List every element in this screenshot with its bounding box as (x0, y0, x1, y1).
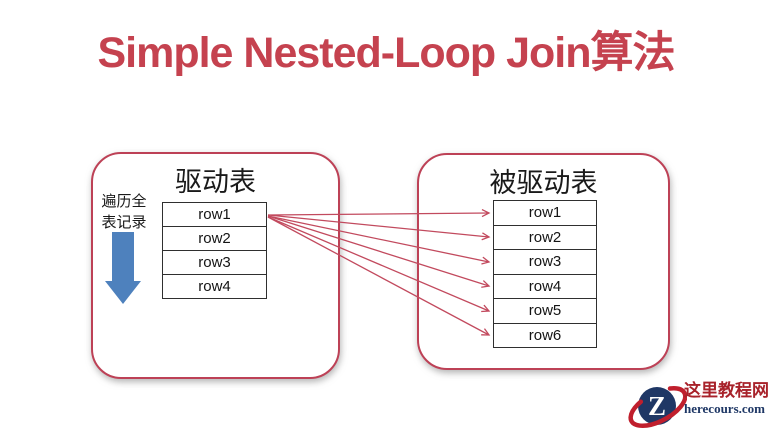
traverse-label-line1: 遍历全 (101, 193, 147, 210)
table-row: row6 (494, 323, 596, 347)
logo-circle (638, 387, 676, 425)
driven-table-panel-title: 被驱动表 (489, 168, 598, 198)
table-row: row3 (163, 251, 266, 275)
logo-text-block: 这里教程网 herecours.com (684, 381, 770, 417)
table-row: row1 (163, 203, 266, 227)
table-row: row4 (494, 274, 596, 299)
table-row: row2 (163, 227, 266, 251)
table-row: row5 (494, 299, 596, 324)
logo-domain[interactable]: herecours.com (684, 401, 765, 416)
traverse-all-rows-label: 遍历全 表记录 (94, 191, 154, 233)
table-row: row1 (494, 201, 596, 226)
slide-title: Simple Nested-Loop Join算法 (97, 29, 675, 77)
table-row: row4 (163, 275, 266, 298)
logo-mark: Z (628, 386, 688, 428)
table-row: row3 (494, 250, 596, 275)
logo-monogram: Z (648, 391, 666, 421)
site-logo[interactable]: Z 这里教程网 herecours.com (612, 380, 772, 430)
table-row: row2 (494, 225, 596, 250)
driving-table-panel-title: 驱动表 (175, 167, 256, 197)
logo-swoosh (628, 386, 688, 428)
traverse-label-line2: 表记录 (101, 214, 147, 231)
logo-site-name[interactable]: 这里教程网 (684, 381, 769, 400)
